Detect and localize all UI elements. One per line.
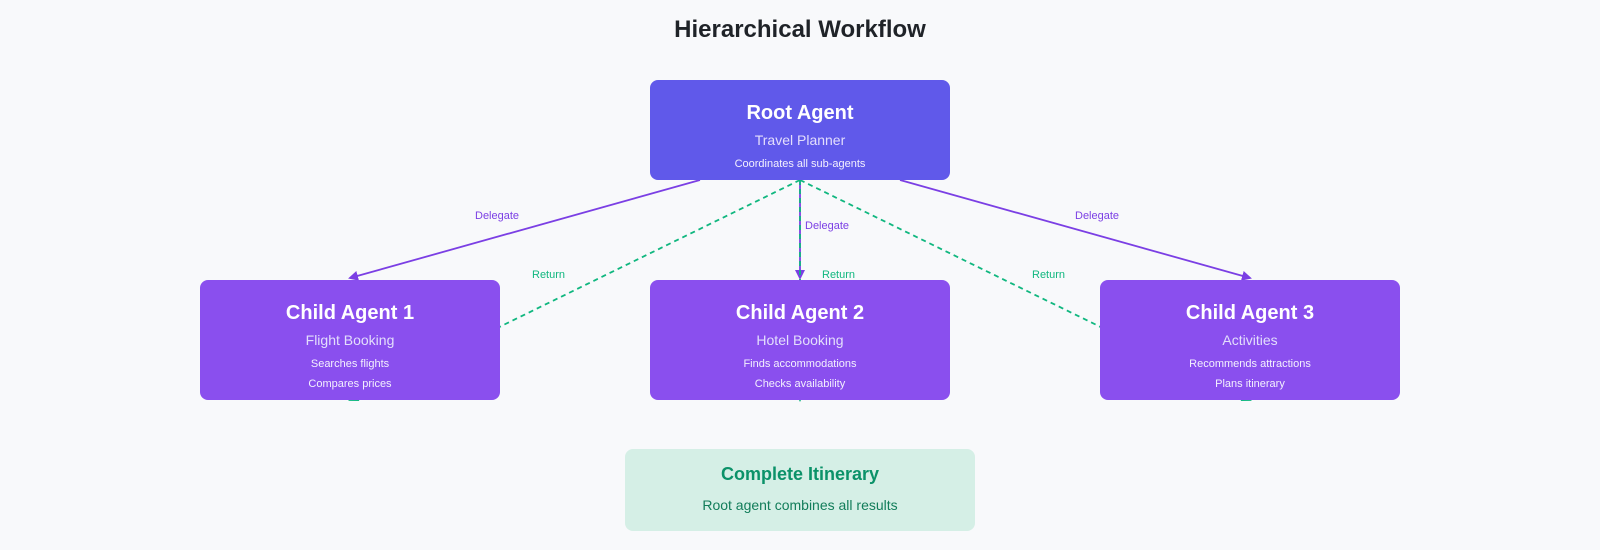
child-agent-1-node[interactable]: Child Agent 1 Flight Booking Searches fl…: [200, 280, 500, 400]
delegate-label-2: Delegate: [805, 220, 850, 232]
child-agent-task: Checks availability: [754, 378, 846, 390]
diagram-title: Hierarchical Workflow: [674, 16, 926, 43]
child-agent-tasks: Searches flights Compares prices: [200, 354, 500, 394]
child-agent-name: Child Agent 1: [285, 302, 415, 324]
delegate-edge-1: [348, 179, 701, 281]
child-agent-name: Child Agent 3: [1185, 302, 1315, 324]
child-agent-task: Compares prices: [308, 378, 392, 390]
child-agent-role: Activities: [1222, 332, 1278, 348]
child-agent-task: Finds accommodations: [743, 358, 857, 370]
complete-itinerary-node[interactable]: Complete Itinerary Root agent combines a…: [625, 449, 975, 531]
root-agent-name: Root Agent: [746, 102, 854, 124]
child-agent-3-node[interactable]: Child Agent 3 Activities Recommends attr…: [1100, 280, 1400, 400]
child-agent-2-node[interactable]: Child Agent 2 Hotel Booking Finds accomm…: [650, 280, 950, 400]
child-agent-task: Recommends attractions: [1189, 358, 1311, 370]
child-agent-role: Flight Booking: [305, 332, 395, 348]
child-agent-tasks: Finds accommodations Checks availability: [650, 354, 950, 394]
delegate-label-3: Delegate: [1075, 210, 1120, 222]
child-agent-task: Searches flights: [310, 358, 390, 370]
return-label-1: Return: [532, 269, 566, 281]
return-label-2: Return: [822, 269, 856, 281]
root-agent-description: Coordinates all sub-agents: [734, 158, 866, 170]
child-agent-task: Plans itinerary: [1215, 378, 1285, 390]
root-agent-node[interactable]: Root Agent Travel Planner Coordinates al…: [650, 80, 950, 180]
root-agent-role: Travel Planner: [754, 132, 846, 148]
return-label-3: Return: [1032, 269, 1066, 281]
result-subtitle: Root agent combines all results: [702, 497, 898, 513]
child-agent-name: Child Agent 2: [735, 302, 865, 324]
result-title: Complete Itinerary: [720, 464, 880, 484]
child-agent-tasks: Recommends attractions Plans itinerary: [1100, 354, 1400, 394]
child-agent-role: Hotel Booking: [756, 332, 844, 348]
delegate-edge-3: [899, 179, 1252, 281]
delegate-label-1: Delegate: [475, 210, 520, 222]
